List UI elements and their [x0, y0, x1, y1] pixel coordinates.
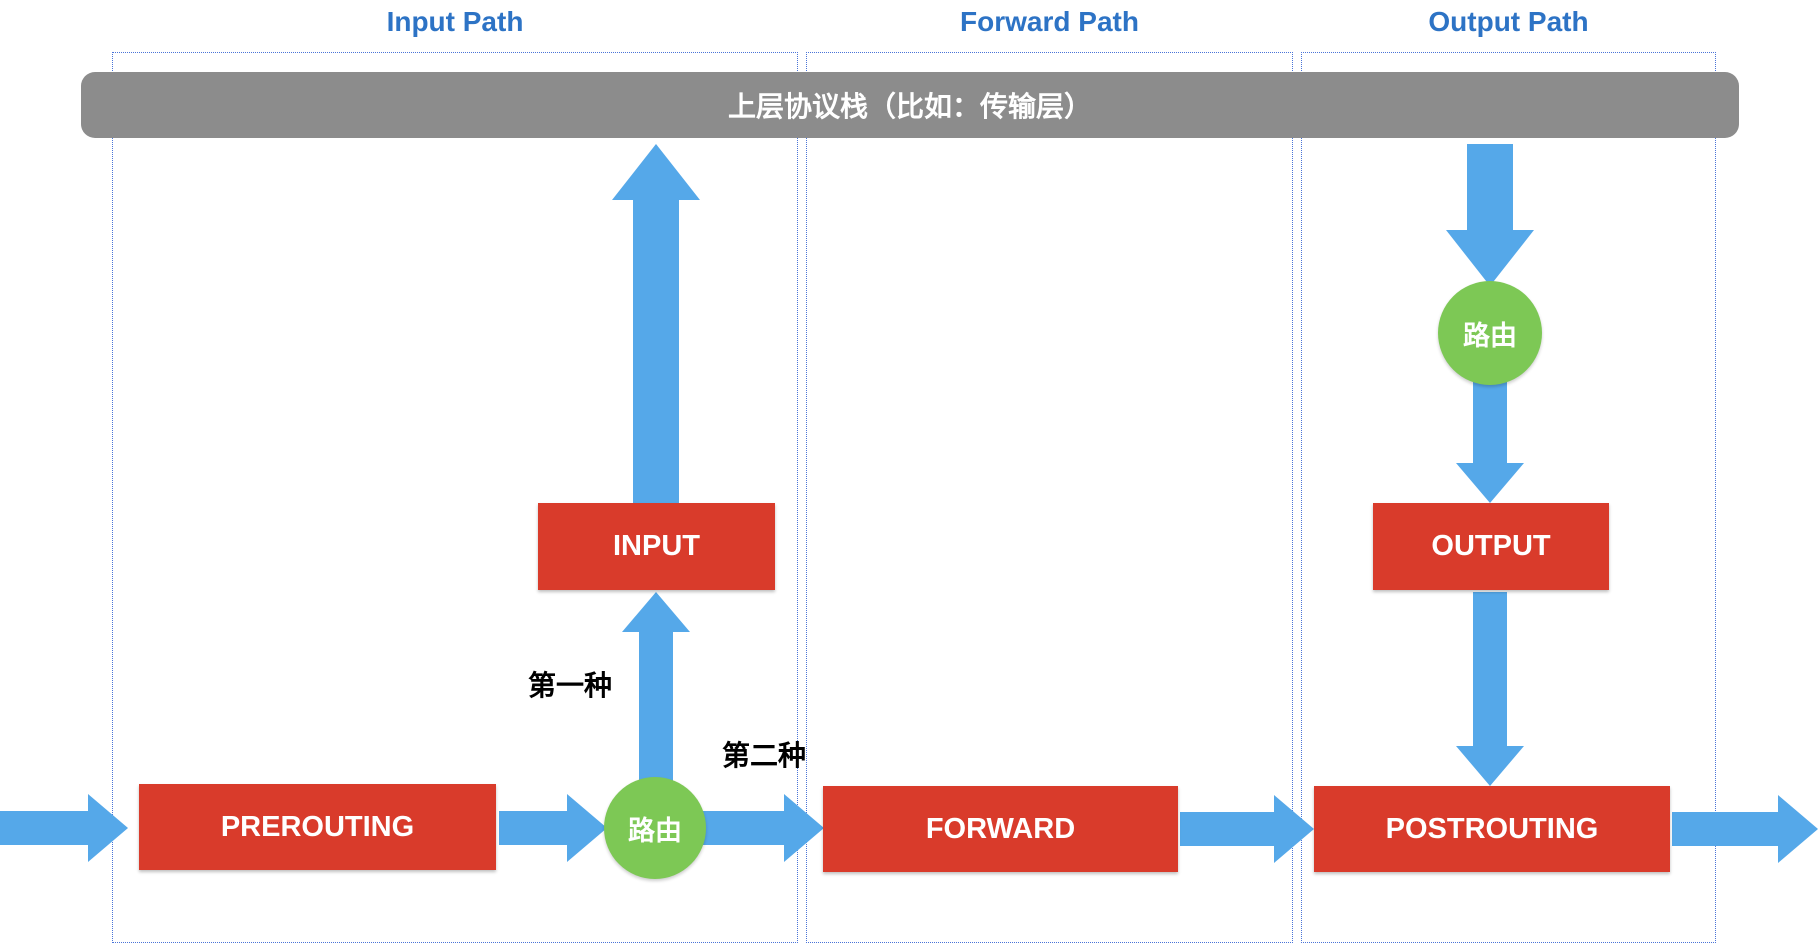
annotation-second-type: 第二种 — [722, 740, 807, 771]
prerouting-label: PREROUTING — [220, 810, 415, 843]
arrow-head-icon — [1456, 746, 1524, 786]
arrow-shaft — [0, 811, 88, 845]
arrow-head-icon — [1274, 795, 1314, 863]
prerouting-to-route-arrow — [499, 794, 607, 862]
arrow-head-icon — [1456, 463, 1524, 503]
stack-to-route-arrow — [1446, 144, 1534, 286]
arrow-shaft — [1672, 812, 1778, 846]
input-to-stack-arrow — [612, 144, 700, 503]
arrow-shaft — [633, 200, 679, 503]
arrow-head-icon — [784, 794, 824, 862]
arrow-shaft — [639, 632, 673, 790]
protocol-stack-bar: 上层协议栈（比如：传输层） — [81, 72, 1739, 138]
input-label: INPUT — [613, 530, 700, 562]
output-path-title: Output Path — [1428, 6, 1589, 37]
forward-path-title: Forward Path — [960, 6, 1139, 37]
route-to-input-arrow — [622, 592, 690, 790]
route-bottom-label: 路由 — [628, 815, 682, 846]
forward-path-region — [806, 52, 1293, 943]
input-path-region — [112, 52, 798, 943]
arrow-shaft — [1180, 812, 1274, 846]
arrow-head-icon — [88, 794, 128, 862]
route-decision-top: 路由 — [1438, 281, 1542, 385]
arrow-shaft — [499, 811, 567, 845]
arrow-head-icon — [1446, 230, 1534, 286]
output-to-postrouting-arrow — [1456, 592, 1524, 786]
arrow-head-icon — [1778, 795, 1818, 863]
annotation-first-type: 第一种 — [528, 670, 613, 701]
arrow-shaft — [1473, 592, 1507, 746]
postrouting-label: POSTROUTING — [1385, 812, 1599, 845]
output-label: OUTPUT — [1431, 530, 1551, 562]
forward-to-postrouting-arrow — [1180, 795, 1314, 863]
arrow-shaft — [700, 811, 784, 845]
arrow-shaft — [1473, 378, 1507, 463]
packet-exit-arrow — [1672, 795, 1818, 863]
input-chain-box: INPUT — [538, 503, 775, 590]
route-to-output-arrow — [1456, 378, 1524, 503]
route-decision-bottom: 路由 — [604, 777, 706, 879]
postrouting-chain-box: POSTROUTING — [1314, 786, 1670, 872]
input-path-title: Input Path — [386, 6, 524, 37]
protocol-stack-label: 上层协议栈（比如：传输层） — [727, 91, 1092, 122]
packet-entry-arrow — [0, 794, 128, 862]
output-chain-box: OUTPUT — [1373, 503, 1609, 590]
arrow-shaft — [1467, 144, 1513, 230]
arrow-head-icon — [622, 592, 690, 632]
route-top-label: 路由 — [1463, 320, 1517, 351]
arrow-head-icon — [567, 794, 607, 862]
forward-label: FORWARD — [925, 812, 1076, 845]
arrow-head-icon — [612, 144, 700, 200]
output-path-region — [1301, 52, 1716, 943]
prerouting-chain-box: PREROUTING — [139, 784, 496, 870]
forward-chain-box: FORWARD — [823, 786, 1178, 872]
route-to-forward-arrow — [700, 794, 824, 862]
